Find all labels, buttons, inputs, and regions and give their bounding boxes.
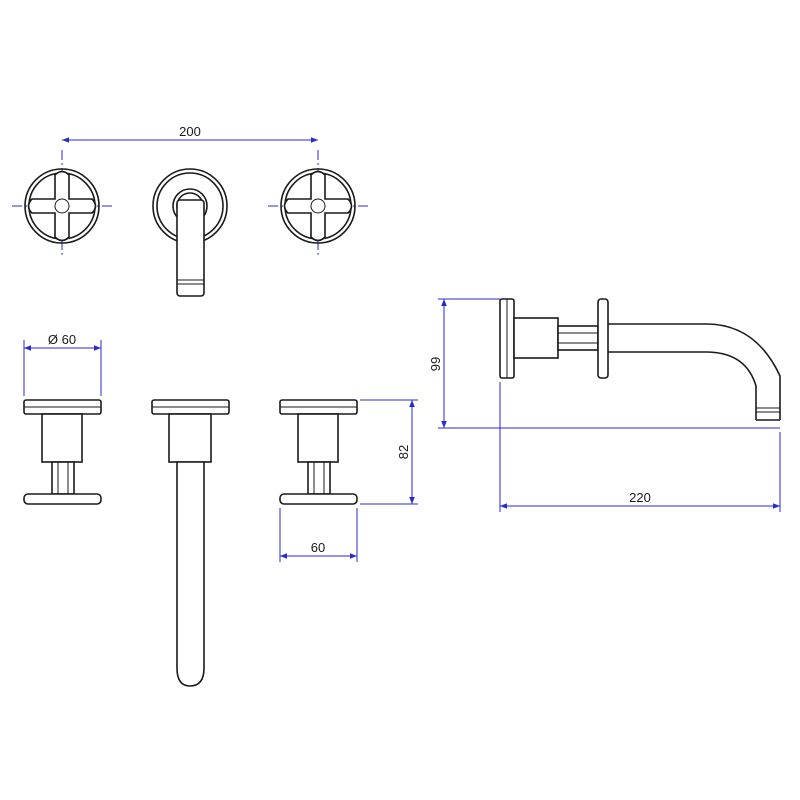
center-spout-front <box>152 168 228 297</box>
spout-flange <box>597 298 609 379</box>
bottom-left-view: Ø 60 82 <box>23 332 418 687</box>
right-handle-side <box>279 399 358 505</box>
dimension-60-label: 60 <box>311 540 325 555</box>
spout-pipe-outer <box>608 323 781 420</box>
dimension-82-label: 82 <box>396 445 411 459</box>
dimension-diameter-60: Ø 60 <box>23 332 102 396</box>
dimension-220: 220 <box>499 382 781 512</box>
dimension-200: 200 <box>62 124 318 143</box>
top-view: 200 <box>12 124 368 297</box>
left-handle-side <box>23 399 102 505</box>
dimension-99-label: 99 <box>428 357 443 371</box>
dimension-82: 82 <box>360 399 418 505</box>
dimension-220-label: 220 <box>629 490 651 505</box>
spout-body <box>513 317 559 359</box>
dimension-99: 99 <box>428 298 780 429</box>
dimension-60: 60 <box>279 508 358 562</box>
spout-stem <box>557 325 599 351</box>
spout-pipe-inner <box>608 351 757 420</box>
left-cross-handle-front <box>12 150 112 258</box>
dimension-diameter-60-label: Ø 60 <box>48 332 76 347</box>
right-cross-handle-front <box>268 150 368 258</box>
center-spout-side <box>151 399 230 687</box>
dimension-200-label: 200 <box>179 124 201 139</box>
right-side-view: 99 220 <box>428 298 781 512</box>
